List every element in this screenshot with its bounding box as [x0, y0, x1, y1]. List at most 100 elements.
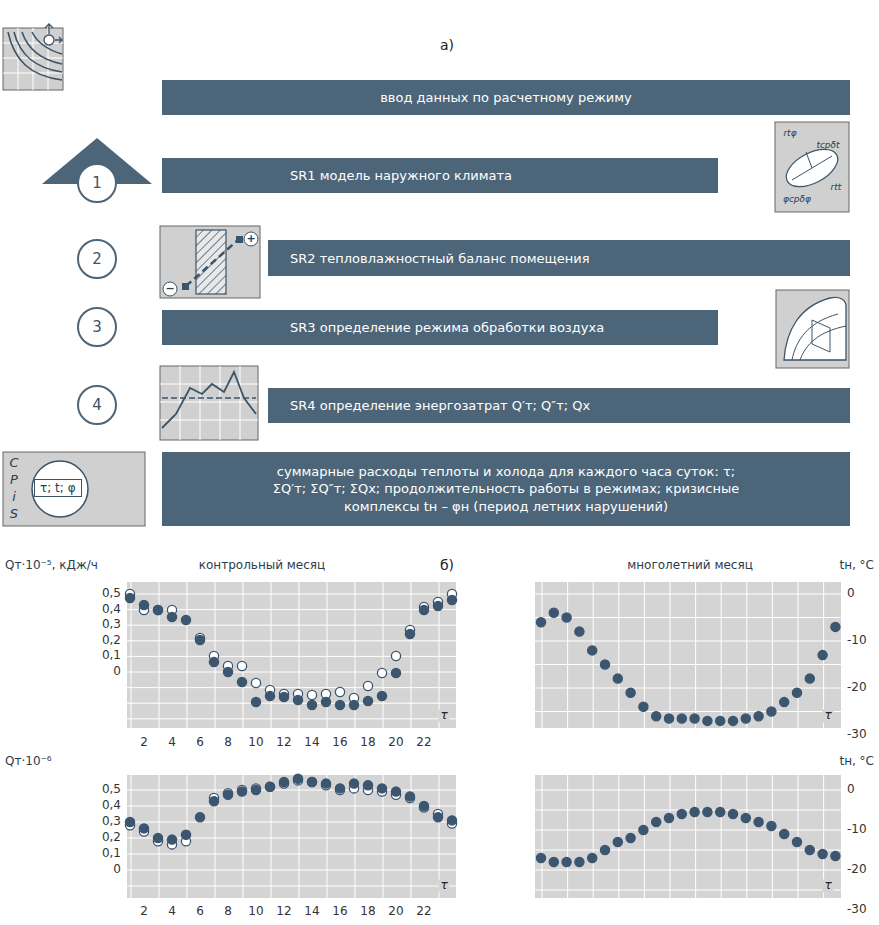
data-dot: [818, 651, 827, 660]
chart-title: контрольный месяц: [199, 559, 325, 572]
data-dot: [377, 784, 386, 793]
grid-line: [567, 582, 568, 728]
data-dot: [223, 667, 232, 676]
icon-label: tсрδt: [816, 141, 839, 151]
icon-label: rtφ: [783, 129, 796, 139]
tick-label: 8: [224, 905, 232, 918]
tick-label: 22: [416, 736, 431, 749]
grid-line: [535, 790, 841, 791]
data-dot: [419, 801, 428, 810]
data-dot: [167, 835, 176, 844]
open-dot: [363, 681, 372, 690]
data-dot: [690, 714, 699, 723]
grid-line: [798, 775, 799, 898]
grid-line: [535, 641, 841, 642]
open-dot: [307, 777, 316, 786]
data-dot: [125, 593, 134, 602]
data-dot: [363, 696, 372, 705]
grid-line: [535, 664, 841, 665]
tick-label: 0,3: [102, 619, 121, 632]
axis-symbol: τ: [822, 879, 833, 892]
data-dot: [626, 688, 635, 697]
data-dot: [321, 697, 330, 706]
tick-label: 0,2: [102, 634, 121, 647]
data-dot: [237, 677, 246, 686]
tick-label: 20: [388, 736, 403, 749]
data-dot: [664, 813, 673, 822]
tick-label: 0,1: [102, 650, 121, 663]
data-dot: [639, 825, 648, 834]
data-dot: [549, 608, 558, 617]
tick-label: 4: [168, 736, 176, 749]
grid-line: [299, 582, 300, 728]
data-dot: [433, 813, 442, 822]
data-dot: [139, 600, 148, 609]
data-dot: [237, 787, 246, 796]
data-dot: [818, 849, 827, 858]
step-circle: 3: [77, 307, 117, 347]
data-dot: [767, 707, 776, 716]
data-dot: [754, 712, 763, 721]
grid-line: [542, 582, 543, 728]
data-dot: [321, 779, 330, 788]
grid-line: [746, 775, 747, 898]
tick-label: 0: [847, 783, 855, 796]
grid-line: [127, 870, 456, 871]
grid-line: [299, 775, 300, 898]
grid-line: [127, 703, 456, 704]
grid-line: [127, 594, 456, 595]
data-dot: [279, 777, 288, 786]
tick-label: 0,1: [102, 847, 121, 860]
data-dot: [335, 700, 344, 709]
data-dot: [677, 809, 686, 818]
data-dot: [335, 784, 344, 793]
data-dot: [391, 668, 400, 677]
chart-area: [127, 775, 456, 898]
open-dot: [335, 687, 344, 696]
energy-graph-icon: [160, 366, 258, 440]
grid-line: [695, 775, 696, 898]
tick-label: 6: [196, 905, 204, 918]
data-dot: [562, 857, 571, 866]
grid-line: [542, 775, 543, 898]
data-dot: [265, 782, 274, 791]
grid-line: [535, 870, 841, 871]
data-dot: [780, 698, 789, 707]
node-text: SR3 определение режима обработки воздуха: [290, 320, 604, 335]
result-band: суммарные расходы теплоты и холода для к…: [162, 452, 850, 526]
grid-line: [411, 582, 412, 728]
tick-label: -10: [847, 634, 867, 647]
chart-area: [535, 582, 841, 728]
data-dot: [536, 618, 545, 627]
grid-line: [695, 582, 696, 728]
open-dot: [237, 661, 246, 670]
data-dot: [349, 779, 358, 788]
data-dot: [307, 777, 316, 786]
data-dot: [405, 629, 414, 638]
axis-title: Qт·10⁻⁵, кДж/ч: [5, 559, 98, 572]
data-dot: [652, 712, 661, 721]
grid-line: [131, 582, 132, 728]
data-dot: [588, 646, 597, 655]
tick-label: 16: [332, 736, 347, 749]
data-dot: [562, 613, 571, 622]
data-dot: [805, 845, 814, 854]
data-dot: [831, 622, 840, 631]
open-dot: [391, 651, 400, 660]
grid-line: [567, 775, 568, 898]
grid-line: [187, 582, 188, 728]
tick-label: 16: [332, 905, 347, 918]
data-dot: [767, 821, 776, 830]
data-dot: [419, 605, 428, 614]
data-dot: [831, 851, 840, 860]
data-dot: [279, 692, 288, 701]
data-dot: [600, 660, 609, 669]
grid-line: [127, 854, 456, 855]
icon-letter: P: [10, 473, 18, 487]
axis-symbol: τ: [822, 709, 833, 722]
data-dot: [536, 853, 545, 862]
node-text: SR2 тепловлажностный баланс помещения: [290, 251, 590, 266]
open-dot: [265, 782, 274, 791]
node-text: 3: [92, 318, 102, 336]
data-dot: [377, 691, 386, 700]
